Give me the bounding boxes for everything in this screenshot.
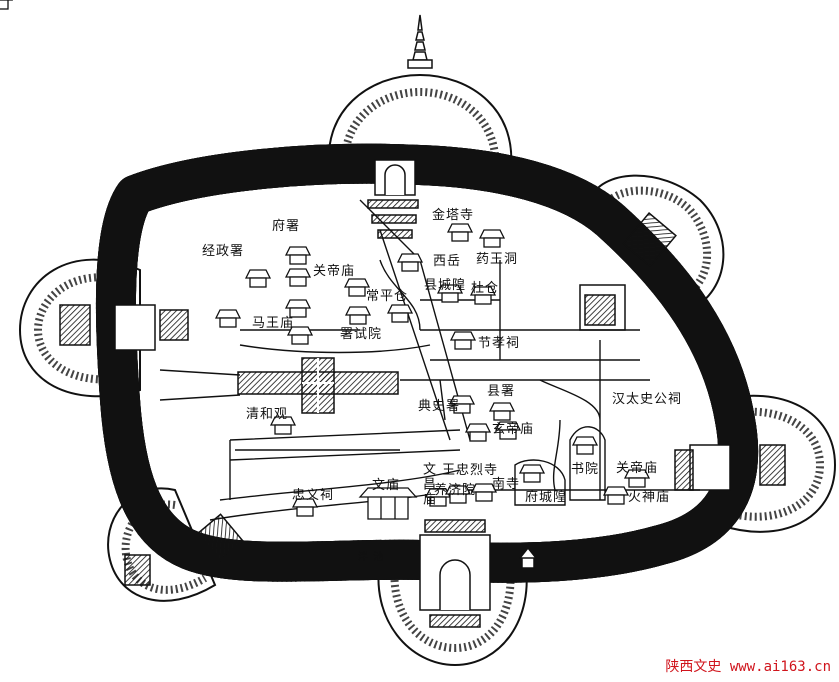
confucius-temple-building [358,487,418,520]
label-pan-pond: 泮 池 [358,552,385,563]
label-guandi-temple-south: 关帝庙 [616,461,659,476]
qinghe-hall [237,357,399,414]
label-dianshi-office: 典史署 [418,399,461,414]
label-almshouse: 养济院 [434,483,477,498]
label-confucius-temple: 文庙 [372,478,401,493]
label-guandi-temple-north: 关帝庙 [313,264,356,279]
label-yaowang-cave: 药王洞 [476,252,519,267]
label-changping-granary: 常平仓 [366,289,409,304]
label-prefecture-office: 府署 [272,219,301,234]
label-wangzhonglie-temple: 王忠烈寺 [442,463,499,478]
label-jinta-temple: 金塔寺 [432,208,475,223]
gate-towers [59,14,786,628]
prefecture-city-god-enclosure [514,459,566,506]
label-zhongyi-shrine: 忠义祠 [292,488,335,503]
label-south-temple: 南寺 [492,477,521,492]
label-academy: 书院 [571,462,600,477]
label-exam-hall: 署试院 [340,327,383,342]
label-fire-god-temple: 火神庙 [628,490,671,505]
label-jiexiao-shrine: 节孝祠 [478,336,521,351]
label-sima-shrine: 汉太史公祠 [612,392,683,407]
label-xuandi-temple: 玄帝庙 [492,422,535,437]
label-qinghe-temple: 清和观 [246,407,289,422]
academy-enclosure [569,426,606,501]
small-pagoda [518,546,538,569]
city-wall [116,164,738,563]
pan-pond [345,547,415,566]
label-xiyue: 西岳 [433,254,462,269]
watermark: 陕西文史 www.ai163.cn [665,659,831,675]
label-jingzheng-office: 经政署 [202,244,245,259]
label-county-city-god: 县城隍 [424,278,467,293]
label-wenchang-temple: 文昌庙 [420,462,435,507]
pagoda [407,14,433,69]
buildings [0,0,650,520]
roads [159,199,700,521]
label-county-office: 县署 [487,384,516,399]
label-prefecture-city-god: 府城隍 [525,490,568,505]
label-mawang-temple: 马王庙 [252,316,295,331]
label-she-granary: 杜仓 [471,281,500,296]
